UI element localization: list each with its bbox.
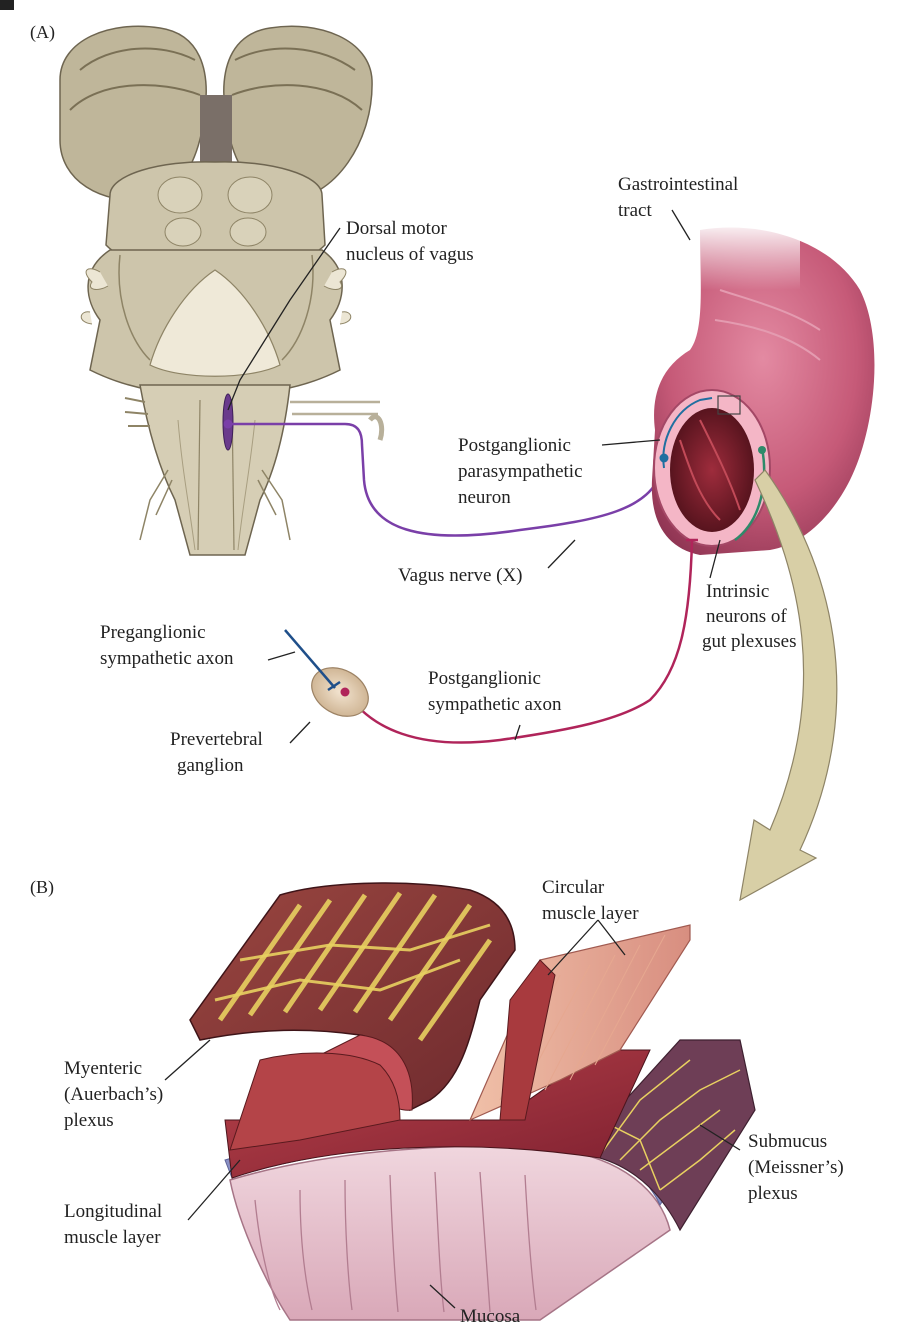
brainstem-illustration — [60, 26, 380, 555]
label-prevertebral-line-2: ganglion — [177, 755, 244, 776]
label-prevertebral-line-1: Prevertebral — [170, 729, 263, 750]
label-submucus: Submucus (Meissner’s) plexus — [748, 1131, 844, 1204]
intrinsic-neuron-dot — [758, 446, 766, 454]
label-postgang-para-line-3: neuron — [458, 487, 511, 508]
label-pregang-symp-line-2: sympathetic axon — [100, 648, 234, 669]
vagus-side-branch — [370, 417, 382, 440]
label-vagus: Vagus nerve (X) — [398, 565, 523, 586]
label-myenteric-line-1: Myenteric — [64, 1058, 142, 1079]
label-submucus-line-3: plexus — [748, 1183, 798, 1204]
panel-b-label: (B) — [30, 877, 54, 898]
label-postgang-symp: Postganglionic sympathetic axon — [428, 668, 562, 715]
preganglionic-axon-line — [285, 630, 335, 688]
panel-a-label: (A) — [30, 22, 55, 43]
label-prevertebral: Prevertebral ganglion — [170, 729, 263, 776]
label-myenteric-line-3: plexus — [64, 1110, 114, 1131]
label-pregang-symp-line-1: Preganglionic — [100, 622, 206, 643]
label-pregang-symp: Preganglionic sympathetic axon — [100, 622, 234, 669]
label-circular-line-1: Circular — [542, 877, 605, 898]
label-longitudinal-line-2: muscle layer — [64, 1227, 161, 1248]
vagus-nerve-line — [228, 424, 665, 536]
parasympathetic-neuron-dot — [660, 454, 669, 463]
label-dorsal-motor-line-1: Dorsal motor — [346, 218, 447, 239]
leader-postgang-para — [602, 440, 660, 445]
label-gi-tract-line-1: Gastrointestinal — [618, 174, 738, 195]
label-submucus-line-1: Submucus — [748, 1131, 827, 1152]
label-submucus-line-2: (Meissner’s) — [748, 1157, 844, 1178]
label-postgang-para-line-1: Postganglionic — [458, 435, 571, 456]
label-postgang-para: Postganglionic parasympathetic neuron — [458, 435, 583, 508]
label-circular-line-2: muscle layer — [542, 903, 639, 924]
label-intrinsic-line-1: Intrinsic — [706, 581, 769, 602]
prevertebral-ganglion — [303, 658, 377, 726]
leader-myenteric — [165, 1040, 210, 1080]
leader-prevertebral — [290, 722, 310, 743]
gut-tube-illustration — [652, 220, 875, 555]
label-longitudinal: Longitudinal muscle layer — [64, 1201, 162, 1248]
label-myenteric-line-2: (Auerbach’s) — [64, 1084, 163, 1105]
label-postgang-symp-line-1: Postganglionic — [428, 668, 541, 689]
label-intrinsic: Intrinsic neurons of gut plexuses — [702, 581, 796, 652]
ganglion-cell-dot — [341, 688, 350, 697]
label-dorsal-motor: Dorsal motor nucleus of vagus — [346, 218, 474, 265]
label-gi-tract-line-2: tract — [618, 200, 652, 221]
label-dorsal-motor-line-2: nucleus of vagus — [346, 244, 474, 265]
leader-vagus — [548, 540, 575, 568]
label-intrinsic-line-2: neurons of — [706, 606, 787, 627]
label-postgang-para-line-2: parasympathetic — [458, 461, 583, 482]
leader-pregang — [268, 652, 295, 660]
label-gi-tract: Gastrointestinal tract — [618, 174, 738, 221]
vagus-origin-dot — [224, 420, 233, 429]
corner-mark — [0, 0, 14, 10]
label-vagus-line-1: Vagus nerve (X) — [398, 565, 523, 586]
label-circular: Circular muscle layer — [542, 877, 639, 924]
label-intrinsic-line-3: gut plexuses — [702, 631, 796, 652]
label-mucosa: Mucosa — [460, 1306, 521, 1327]
label-myenteric: Myenteric (Auerbach’s) plexus — [64, 1058, 163, 1131]
label-mucosa-line-1: Mucosa — [460, 1306, 521, 1327]
label-longitudinal-line-1: Longitudinal — [64, 1201, 162, 1222]
label-postgang-symp-line-2: sympathetic axon — [428, 694, 562, 715]
gut-wall-section-illustration — [190, 883, 755, 1320]
